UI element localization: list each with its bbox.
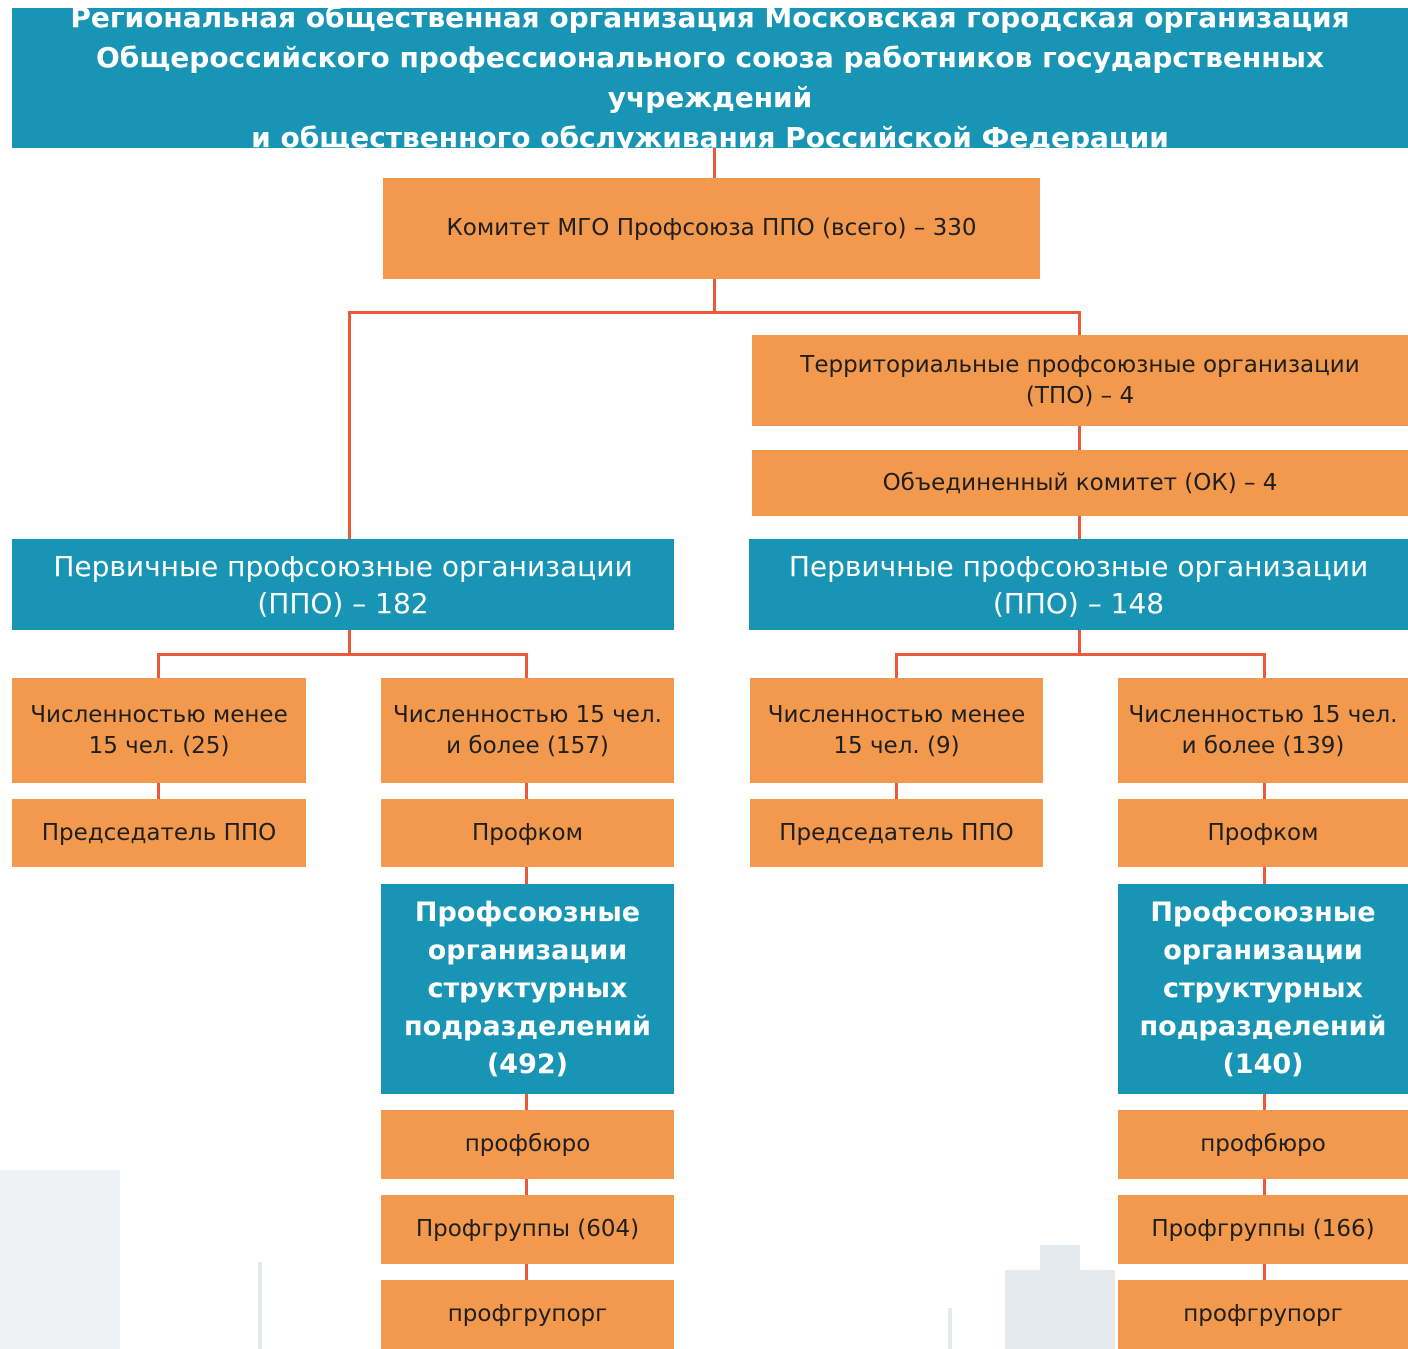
left-profgroups-box: Профгруппы (604) xyxy=(381,1195,674,1264)
connector xyxy=(1263,653,1266,678)
connector xyxy=(525,653,528,678)
background-decoration xyxy=(1005,1270,1115,1349)
background-decoration xyxy=(258,1262,262,1349)
left-profburo-box: профбюро xyxy=(381,1110,674,1179)
committee-box: Комитет МГО Профсоюза ППО (всего) – 330 xyxy=(383,178,1040,279)
connector xyxy=(1078,630,1081,656)
left-large-ppo-box: Численностью 15 чел. и более (157) xyxy=(381,678,674,783)
background-decoration xyxy=(0,1170,120,1349)
connector xyxy=(157,783,160,799)
left-structural-box: Профсоюзные организации структурных подр… xyxy=(381,884,674,1094)
connector xyxy=(713,148,716,178)
right-structural-box: Профсоюзные организации структурных подр… xyxy=(1118,884,1408,1094)
right-profkom-box: Профком xyxy=(1118,799,1408,867)
background-decoration xyxy=(1040,1245,1080,1275)
root-organization-box: Региональная общественная организация Мо… xyxy=(12,1,1408,154)
connector xyxy=(1078,311,1081,335)
right-small-ppo-box: Численностью менее 15 чел. (9) xyxy=(750,678,1043,783)
left-small-ppo-box: Численностью менее 15 чел. (25) xyxy=(12,678,306,783)
connector xyxy=(525,1179,528,1195)
connector xyxy=(525,783,528,799)
connector xyxy=(525,1094,528,1110)
left-proforg-box: профгрупорг xyxy=(381,1280,674,1349)
connector xyxy=(525,867,528,884)
background-decoration xyxy=(948,1308,952,1349)
right-ppo-box: Первичные профсоюзные организации (ППО) … xyxy=(749,539,1408,630)
connector xyxy=(348,630,351,656)
connector xyxy=(895,783,898,799)
connector xyxy=(348,311,1081,314)
left-chair-box: Председатель ППО xyxy=(12,799,306,867)
right-proforg-box: профгрупорг xyxy=(1118,1280,1408,1349)
ok-box: Объединенный комитет (ОК) – 4 xyxy=(752,450,1408,516)
left-ppo-box: Первичные профсоюзные организации (ППО) … xyxy=(12,539,674,630)
right-large-ppo-box: Численностью 15 чел. и более (139) xyxy=(1118,678,1408,783)
right-profgroups-box: Профгруппы (166) xyxy=(1118,1195,1408,1264)
connector xyxy=(713,279,716,313)
connector xyxy=(1263,867,1266,884)
connector xyxy=(157,653,528,656)
connector xyxy=(895,653,1266,656)
right-chair-box: Председатель ППО xyxy=(750,799,1043,867)
connector xyxy=(1263,1179,1266,1195)
connector xyxy=(895,653,898,678)
right-profburo-box: профбюро xyxy=(1118,1110,1408,1179)
connector xyxy=(1078,516,1081,540)
connector xyxy=(525,1264,528,1280)
connector xyxy=(1263,1264,1266,1280)
connector xyxy=(1078,426,1081,450)
connector xyxy=(157,653,160,678)
tpo-box: Территориальные профсоюзные организации … xyxy=(752,335,1408,426)
left-profkom-box: Профком xyxy=(381,799,674,867)
connector xyxy=(348,311,351,539)
connector xyxy=(1263,1094,1266,1110)
connector xyxy=(1263,783,1266,799)
